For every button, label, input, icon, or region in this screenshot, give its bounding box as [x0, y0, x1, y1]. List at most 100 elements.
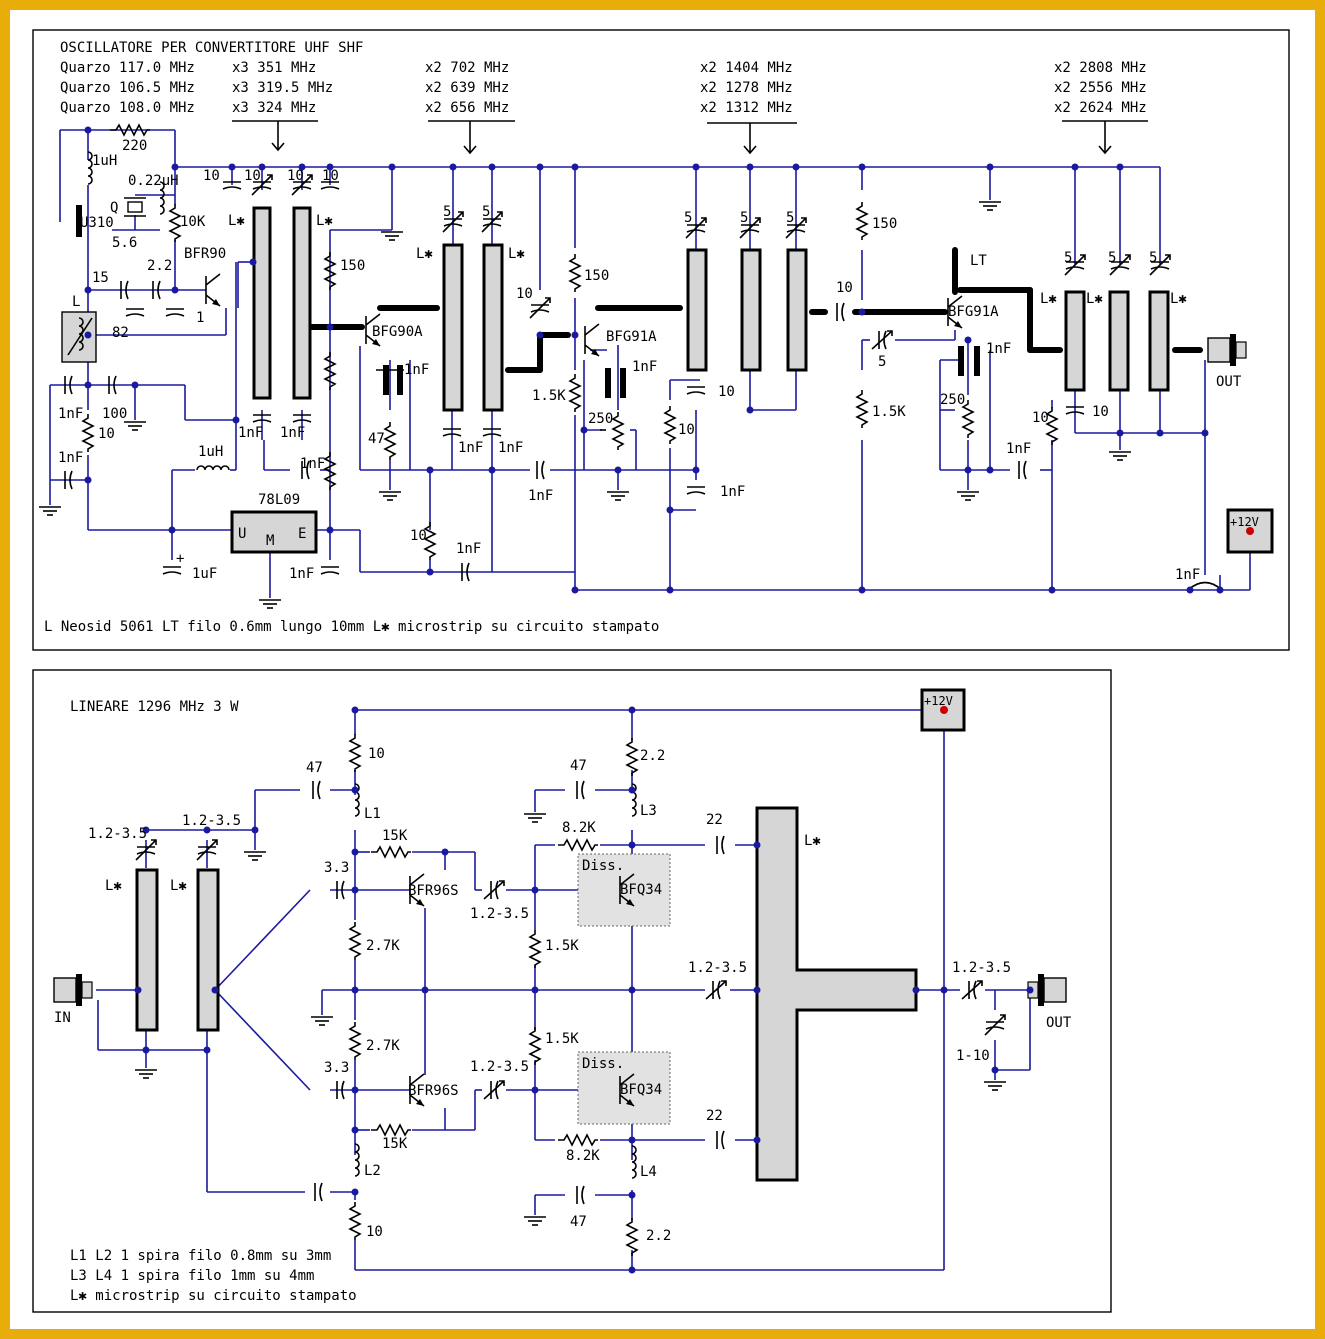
amplifier-junctions [134, 706, 1034, 1274]
label: 220 [122, 138, 147, 154]
label: 5 [482, 204, 490, 220]
label: E [298, 526, 306, 542]
amplifier-notes: L1 L2 1 spira filo 0.8mm su 3mm L3 L4 1 … [70, 1248, 357, 1304]
label: 22 [706, 1108, 723, 1124]
label: L4 [640, 1164, 657, 1180]
label: 1.2-3.5 [952, 960, 1011, 976]
label: BFQ34 [620, 1082, 662, 1098]
label: 10 [98, 426, 115, 442]
label: 15 [92, 270, 109, 286]
label: L2 [364, 1163, 381, 1179]
label: 82 [112, 325, 129, 341]
label: 10 [718, 384, 735, 400]
label: L✱ [105, 878, 122, 894]
label: 10 [678, 422, 695, 438]
label: 1nF [1175, 567, 1200, 583]
label: 1 [196, 310, 204, 326]
label: 1nF [456, 541, 481, 557]
label: 15K [382, 828, 408, 844]
label: 100 [102, 406, 127, 422]
oscillator-components [61, 124, 1274, 591]
label: 150 [872, 216, 897, 232]
label: 10 [410, 528, 427, 544]
label: 2.2 [147, 258, 172, 274]
frequency-table: Quarzo 117.0 MHz x3 351 MHz x2 702 MHz x… [60, 60, 1147, 116]
label: 1.2-3.5 [470, 906, 529, 922]
oscillator-microstrips [252, 206, 1170, 412]
label: L✱ [170, 878, 187, 894]
label: 3.3 [324, 860, 349, 876]
label: 10 [287, 168, 304, 184]
label: 5 [1149, 250, 1157, 266]
label: 1nF [528, 488, 553, 504]
label: 3.3 [324, 1060, 349, 1076]
note-line: L✱ microstrip su circuito stampato [70, 1288, 357, 1304]
oscillator-footer: L Neosid 5061 LT filo 0.6mm lungo 10mm L… [44, 619, 659, 635]
oscillator-labels: 220 1uH 0.22uH Q U310 10K 5.6 2.2 BFR90 … [58, 138, 1259, 583]
label: Diss. [582, 858, 624, 874]
frequency-arrows [232, 120, 1148, 155]
freq-cell: x2 2556 MHz [1054, 80, 1147, 96]
label: 10 [366, 1224, 383, 1240]
label: + [176, 551, 184, 567]
label: 22 [706, 812, 723, 828]
label: 1.2-3.5 [182, 813, 241, 829]
label: BFQ34 [620, 882, 662, 898]
amplifier-microstrips [135, 806, 918, 1182]
label: 150 [584, 268, 609, 284]
label: 10 [516, 286, 533, 302]
label: 10 [1032, 410, 1049, 426]
freq-cell: Quarzo 108.0 MHz [60, 100, 195, 116]
label: 1nF [58, 450, 83, 466]
label: 5.6 [112, 235, 137, 251]
freq-cell: Quarzo 106.5 MHz [60, 80, 195, 96]
label: 8.2K [562, 820, 596, 836]
amplifier-title: LINEARE 1296 MHz 3 W [70, 699, 239, 715]
label: Q [110, 200, 118, 216]
label: 78L09 [258, 492, 300, 508]
label: 1.5K [872, 404, 906, 420]
label: L3 [640, 803, 657, 819]
oscillator-junctions [84, 126, 1224, 594]
freq-cell: x2 1404 MHz [700, 60, 793, 76]
label: BFG91A [606, 329, 657, 345]
label: BFR96S [408, 1083, 459, 1099]
label: 10 [1092, 404, 1109, 420]
label: OUT [1046, 1015, 1072, 1031]
label: 1.2-3.5 [470, 1059, 529, 1075]
freq-cell: x2 639 MHz [425, 80, 509, 96]
label: 47 [570, 758, 587, 774]
label: 1.5K [532, 388, 566, 404]
amplifier-wiring [96, 709, 1031, 1271]
label: 10 [322, 168, 339, 184]
label: +12V [1230, 515, 1259, 529]
label: 2.7K [366, 938, 400, 954]
freq-cell: Quarzo 117.0 MHz [60, 60, 195, 76]
label: BFG90A [372, 324, 423, 340]
label: 5 [878, 354, 886, 370]
label: L✱ [416, 246, 433, 262]
label: 1.5K [545, 938, 579, 954]
label: 1nF [632, 359, 657, 375]
amplifier-labels: +12V 10 47 L1 1.2-3.5 1.2-3.5 15K L✱ L✱ … [54, 694, 1072, 1244]
label: 5 [684, 210, 692, 226]
note-line: L1 L2 1 spira filo 0.8mm su 3mm [70, 1248, 331, 1264]
label: 2.2 [640, 748, 665, 764]
label: 0.22uH [128, 173, 179, 189]
label: U310 [80, 215, 114, 231]
label: 250 [588, 411, 613, 427]
label: 47 [306, 760, 323, 776]
label: 47 [368, 431, 385, 447]
label: L✱ [1086, 291, 1103, 307]
label: 1nF [280, 425, 305, 441]
label: 1nF [720, 484, 745, 500]
amplifier-components [53, 688, 1067, 1257]
label: Diss. [582, 1056, 624, 1072]
label: 1nF [986, 341, 1011, 357]
label: BFR96S [408, 883, 459, 899]
heatsink-area [577, 853, 671, 927]
freq-cell: x2 656 MHz [425, 100, 509, 116]
label: 1nF [404, 362, 429, 378]
label: 1.2-3.5 [88, 826, 147, 842]
